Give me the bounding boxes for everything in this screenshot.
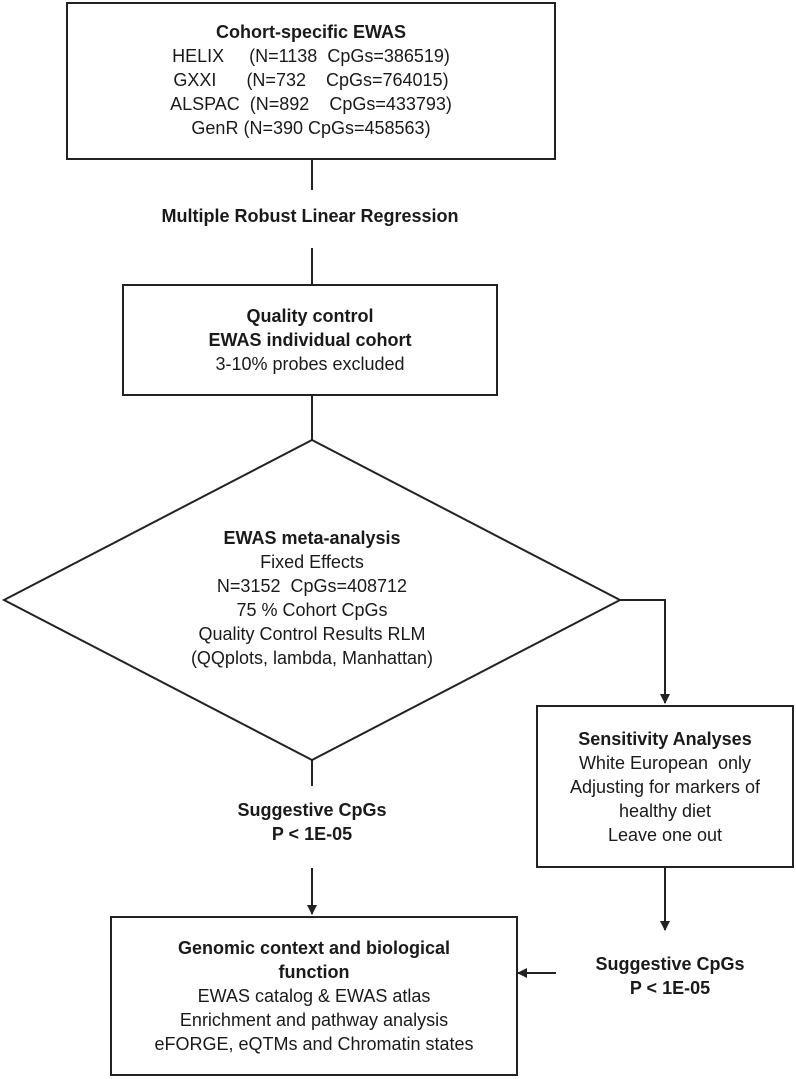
- genomic-line-catalog: EWAS catalog & EWAS atlas: [197, 986, 431, 1006]
- meta-title: EWAS meta-analysis: [223, 528, 401, 548]
- suggestive-cpgs-main: Suggestive CpGs P < 1E-05: [162, 798, 462, 846]
- meta-line-qc-results: Quality Control Results RLM: [198, 624, 426, 644]
- meta-line-sample: N=3152 CpGs=408712: [216, 576, 408, 596]
- regression-step-text: Multiple Robust Linear Regression: [161, 206, 459, 226]
- cohort-specific-ewas-box: Cohort-specific EWAS HELIX (N=1138 CpGs=…: [66, 2, 556, 160]
- connector-meta-to-sensitivity: [620, 599, 670, 704]
- qc-detail: 3-10% probes excluded: [215, 354, 405, 374]
- meta-line-cohort-cpgs: 75 % Cohort CpGs: [236, 600, 388, 620]
- genomic-line-enrichment: Enrichment and pathway analysis: [179, 1010, 449, 1030]
- genomic-line-eforge: eFORGE, eQTMs and Chromatin states: [154, 1034, 474, 1054]
- cohort-row-gxxi: GXXI (N=732 CpGs=764015): [173, 70, 449, 90]
- meta-analysis-text: EWAS meta-analysis Fixed Effects N=3152 …: [112, 526, 512, 670]
- sensitivity-line-healthy-diet: healthy diet: [618, 801, 712, 821]
- cohort-box-title: Cohort-specific EWAS: [215, 22, 407, 42]
- cohort-row-genr: GenR (N=390 CpGs=458563): [191, 118, 431, 138]
- sensitivity-line-white-european: White European only: [578, 753, 752, 773]
- cohort-row-alspac: ALSPAC (N=892 CpGs=433793): [170, 94, 452, 114]
- suggestive-cpgs-sensitivity: Suggestive CpGs P < 1E-05: [560, 952, 780, 1000]
- sensitivity-line-adjusting: Adjusting for markers of: [569, 777, 761, 797]
- qc-title-2: EWAS individual cohort: [208, 330, 412, 350]
- qc-title-1: Quality control: [246, 306, 374, 326]
- suggestive-main-line-2: P < 1E-05: [271, 824, 353, 844]
- quality-control-box: Quality control EWAS individual cohort 3…: [122, 284, 498, 396]
- suggestive-sens-line-2: P < 1E-05: [629, 978, 711, 998]
- cohort-row-helix: HELIX (N=1138 CpGs=386519): [172, 46, 450, 66]
- regression-step-label: Multiple Robust Linear Regression: [60, 204, 560, 228]
- sensitivity-title: Sensitivity Analyses: [578, 729, 752, 749]
- genomic-context-box: Genomic context and biological function …: [110, 916, 518, 1076]
- suggestive-sens-line-1: Suggestive CpGs: [595, 954, 745, 974]
- genomic-title-2: function: [278, 962, 350, 982]
- suggestive-main-line-1: Suggestive CpGs: [237, 800, 387, 820]
- sensitivity-line-leave-one-out: Leave one out: [607, 825, 723, 845]
- meta-line-fixed-effects: Fixed Effects: [260, 552, 364, 572]
- sensitivity-analyses-box: Sensitivity Analyses White European only…: [536, 705, 794, 868]
- genomic-title-1: Genomic context and biological: [177, 938, 451, 958]
- meta-line-plots: (QQplots, lambda, Manhattan): [190, 648, 434, 668]
